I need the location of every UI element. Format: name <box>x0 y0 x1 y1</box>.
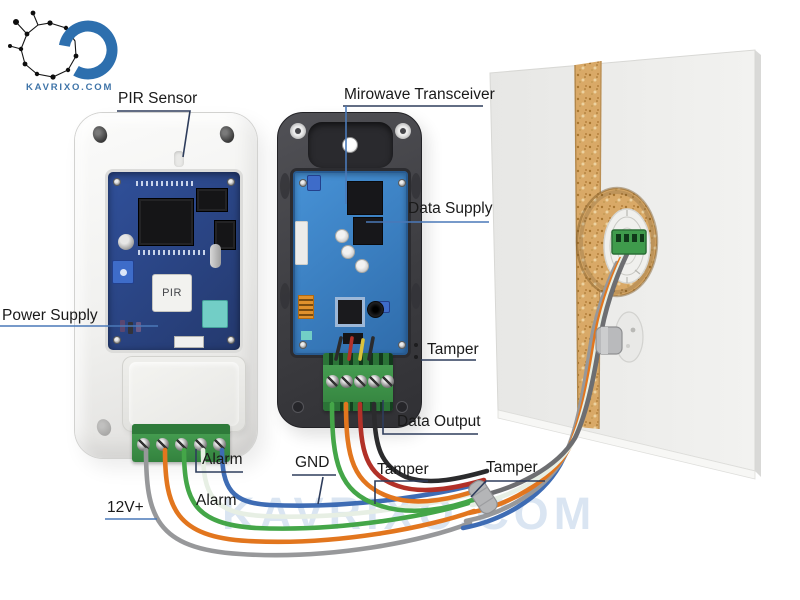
screw-hole <box>94 417 114 438</box>
screw-hole <box>90 124 110 145</box>
terminal-screw <box>137 438 150 451</box>
case-boss <box>280 283 290 309</box>
callout-pir-sensor: PIR Sensor <box>118 90 198 107</box>
transceiver-pcb <box>293 171 408 355</box>
crystal-oscillator <box>210 244 221 268</box>
terminal-screw <box>354 375 367 388</box>
screw-hole <box>396 401 408 413</box>
led-hole <box>342 137 358 153</box>
terminal-feet <box>323 402 393 411</box>
label-sticker <box>295 221 308 265</box>
small-component <box>301 331 312 340</box>
trimmer-potentiometer <box>112 260 134 284</box>
network-nodes <box>8 10 79 80</box>
callout-alarm-upper: Alarm <box>202 451 243 468</box>
screw-hole <box>292 401 304 413</box>
fresnel-lens-inner <box>129 362 239 426</box>
pir-element: PIR <box>152 274 192 312</box>
ic-chip <box>347 181 383 215</box>
callout-tamper-wire: Tamper <box>377 461 429 478</box>
terminal-wire-entries <box>323 353 393 365</box>
pcb-screw <box>227 336 235 344</box>
ic-chip <box>196 188 228 212</box>
pcb-screw <box>398 341 406 349</box>
screw-hole <box>217 124 237 145</box>
callout-12v: 12V+ <box>107 499 144 516</box>
buzzer <box>367 301 384 318</box>
capacitor <box>355 259 369 273</box>
case-boss <box>411 283 421 309</box>
solder-pads <box>136 181 196 186</box>
callout-tamper-side: Tamper <box>427 341 479 358</box>
small-ic <box>343 333 363 344</box>
qfp-ic-chip <box>335 297 365 327</box>
terminal-screw <box>340 375 353 388</box>
terminal-screw <box>368 375 381 388</box>
ic-chip <box>353 217 383 245</box>
pcb-screw <box>113 336 121 344</box>
pir-element-label: PIR <box>162 287 182 299</box>
solder-pads <box>138 250 208 255</box>
case-notch <box>174 151 184 167</box>
pcb-screw <box>299 179 307 187</box>
capacitor <box>335 229 349 243</box>
resistor <box>128 322 133 334</box>
microwave-transceiver-device <box>277 112 422 428</box>
callout-data-supply: Data Supply <box>408 200 493 217</box>
terminal-screw <box>381 375 394 388</box>
side-screw-dot <box>414 343 418 347</box>
trimmer-potentiometer <box>307 175 321 191</box>
case-boss <box>280 173 290 199</box>
capacitor <box>341 245 355 259</box>
fresnel-lens <box>122 356 246 432</box>
dip-switch <box>298 295 314 319</box>
case-boss <box>411 173 421 199</box>
screw-hole <box>290 123 306 139</box>
callout-data-output: Data Output <box>397 413 481 430</box>
pcb-screw <box>299 341 307 349</box>
transceiver-terminal-block <box>323 353 394 411</box>
screw-hole <box>395 123 411 139</box>
callout-gnd: GND <box>295 454 330 471</box>
pin-connector <box>174 336 204 348</box>
case-recess <box>308 122 393 168</box>
terminal-screw <box>175 438 188 451</box>
callout-tamper-bundle: Tamper <box>486 459 538 476</box>
capacitor <box>118 234 134 250</box>
relay-component <box>202 300 228 328</box>
ic-chip <box>214 220 236 250</box>
mounting-dial <box>603 208 651 284</box>
side-screw-dot <box>414 355 418 359</box>
terminal-top <box>132 424 230 434</box>
terminal-screw <box>194 438 207 451</box>
callout-mirowave-transceiver: Mirowave Transceiver <box>344 86 495 103</box>
pir-sensor-device: PIR <box>75 113 257 462</box>
pir-pcb: PIR <box>108 172 240 350</box>
brand-site-text: KAVRIXO.COM <box>26 82 113 93</box>
resistor <box>120 320 125 332</box>
terminal-screw <box>326 375 339 388</box>
brand-ring-icon <box>58 20 118 80</box>
callout-alarm-lower: Alarm <box>196 492 237 509</box>
brand-logo: KAVRIXO.COM <box>8 10 118 93</box>
pcb-screw <box>398 179 406 187</box>
watermark: KAVRIXO.COM <box>222 488 597 539</box>
resistor <box>136 322 141 332</box>
terminal-screw <box>156 438 169 451</box>
pcb-screw <box>113 178 121 186</box>
wall-plate <box>614 311 644 363</box>
pcb-screw <box>227 178 235 186</box>
main-ic-chip <box>138 198 194 246</box>
callout-power-supply: Power Supply <box>2 307 98 324</box>
terminal-screw <box>213 438 226 451</box>
